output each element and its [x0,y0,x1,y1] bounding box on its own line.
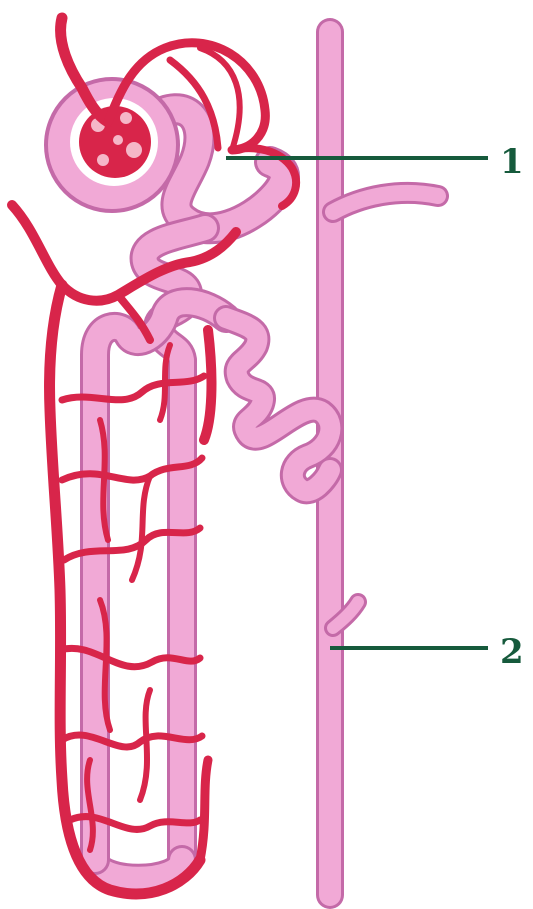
glomerulus [79,106,151,178]
collecting-duct [330,32,438,895]
renal-tubule [95,109,330,879]
callout-2: 2 [330,632,524,672]
callout-label-1: 1 [500,142,524,182]
callout-label-2: 2 [500,632,524,672]
